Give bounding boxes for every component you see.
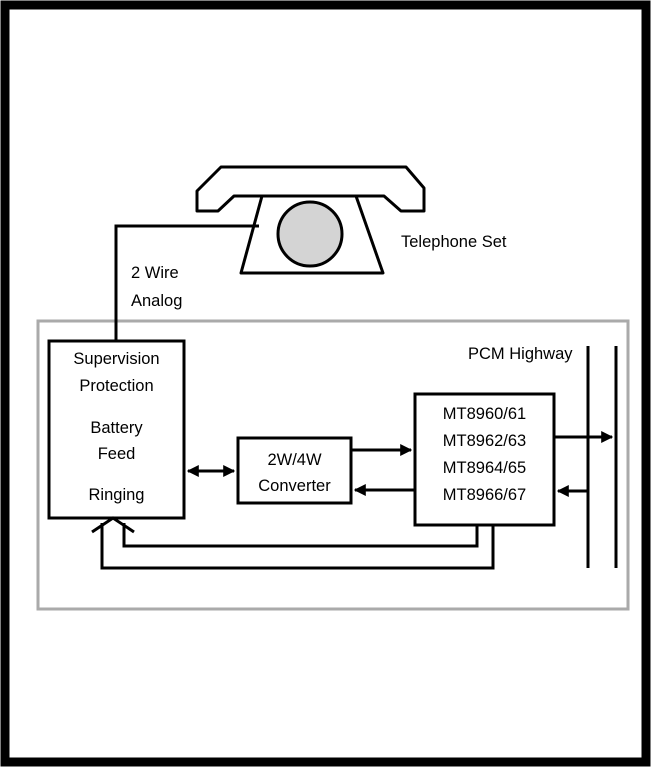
control-line-outer <box>100 523 495 570</box>
codec-part-4: MT8966/67 <box>443 486 526 504</box>
two-wire-line <box>114 224 259 341</box>
codec-part-3: MT8964/65 <box>443 459 526 477</box>
feed-label: Feed <box>98 445 136 463</box>
telephone-set-label: Telephone Set <box>401 233 507 251</box>
handset <box>195 165 426 213</box>
codec-part-2: MT8962/63 <box>443 432 526 450</box>
dial-icon <box>276 200 344 268</box>
converter-label-1: 2W/4W <box>267 451 322 469</box>
slic-block <box>47 339 186 520</box>
ringing-input-chevron <box>91 516 135 534</box>
two-wire-label: 2 Wire <box>131 264 179 282</box>
telephone-set-icon <box>195 165 426 275</box>
analog-label: Analog <box>131 292 182 310</box>
ringing-label: Ringing <box>89 486 145 504</box>
supervision-label: Supervision <box>73 350 159 368</box>
control-line-inner <box>122 523 479 548</box>
battery-label: Battery <box>90 419 143 437</box>
codec-part-1: MT8960/61 <box>443 405 526 423</box>
protection-label: Protection <box>79 377 153 395</box>
converter-block <box>236 436 353 505</box>
pcm-highway-label: PCM Highway <box>468 345 573 363</box>
converter-label-2: Converter <box>258 477 331 495</box>
system-boundary <box>36 319 630 611</box>
codec-block <box>413 392 556 527</box>
